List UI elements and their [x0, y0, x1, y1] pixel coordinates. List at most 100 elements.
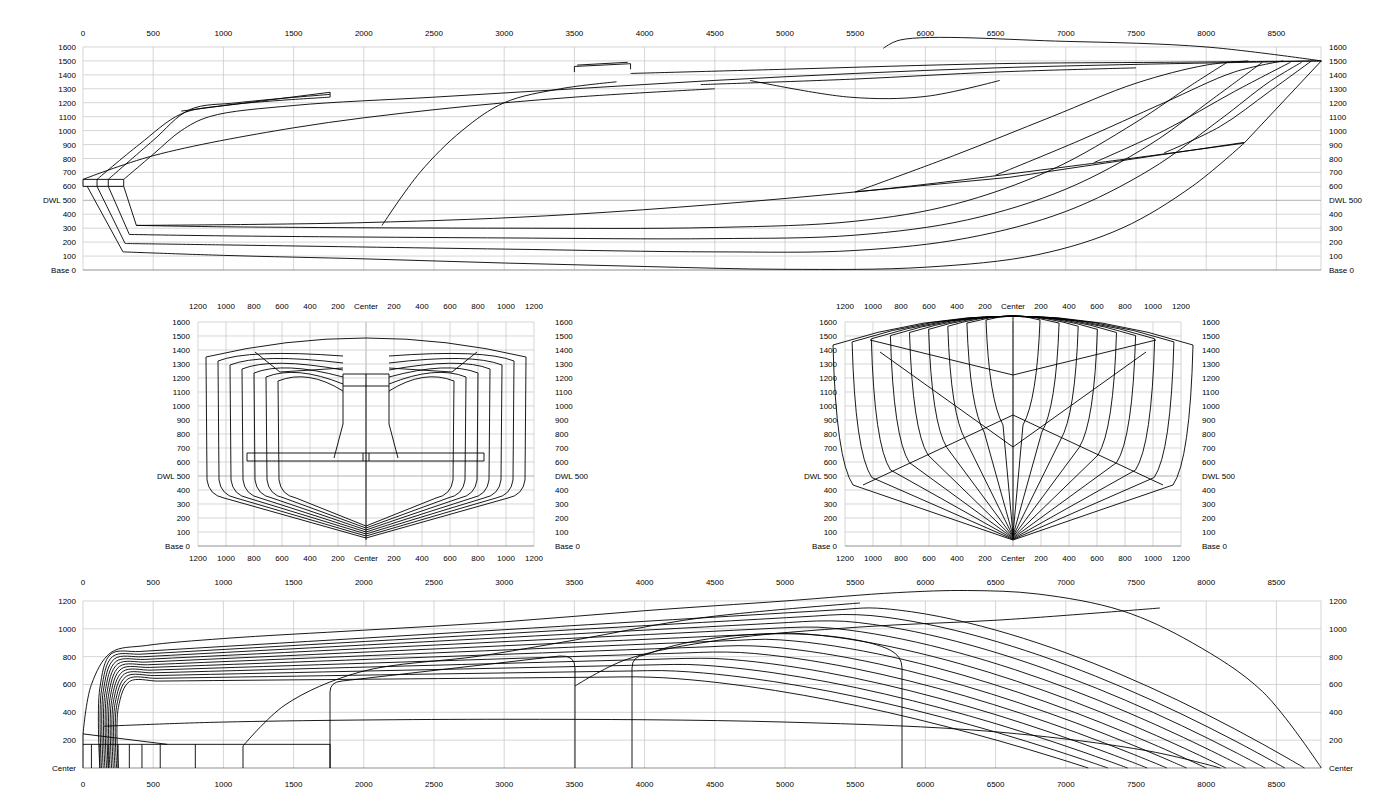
coaming-line — [181, 92, 330, 111]
grid-line — [83, 186, 1321, 187]
transom-step — [108, 744, 109, 768]
section-line — [389, 377, 454, 391]
axis-tick-label: 1200 — [1172, 554, 1190, 563]
axis-tick-label: 1400 — [1202, 346, 1220, 355]
section-line — [254, 373, 366, 530]
cockpit-line — [382, 82, 616, 226]
axis-tick-label: 8500 — [1267, 780, 1285, 789]
axis-tick-label: 200 — [1202, 514, 1215, 523]
axis-tick-label: 200 — [387, 302, 400, 311]
section-line — [366, 365, 502, 534]
waterline — [107, 639, 1206, 768]
axis-tick-label: 600 — [1202, 458, 1215, 467]
axis-tick-label: 1600 — [58, 43, 76, 52]
axis-tick-label: 900 — [63, 140, 76, 149]
section-line — [855, 61, 1248, 192]
axis-tick-label: 900 — [1202, 416, 1215, 425]
axis-tick-label: 600 — [1090, 302, 1103, 311]
axis-tick-label: 600 — [275, 302, 288, 311]
axis-tick-label: 200 — [63, 238, 76, 247]
axis-tick-label: 4000 — [636, 780, 654, 789]
grid-line — [83, 684, 1321, 685]
axis-tick-label: 800 — [247, 554, 260, 563]
axis-tick-label: 6000 — [916, 29, 934, 38]
buttock-line — [136, 62, 1227, 228]
hull-line — [363, 453, 364, 461]
axis-tick-label: 2000 — [355, 578, 373, 587]
axis-tick-label: 400 — [555, 486, 568, 495]
axis-tick-label: 600 — [922, 554, 935, 563]
grid-line — [83, 60, 1321, 61]
axis-tick-label: 1400 — [172, 346, 190, 355]
axis-tick-label: 6500 — [987, 780, 1005, 789]
axis-tick-label: 600 — [63, 680, 76, 689]
axis-tick-label: 100 — [555, 528, 568, 537]
axis-tick-label: 1100 — [1329, 112, 1346, 121]
axis-tick-label: Base 0 — [1329, 266, 1354, 275]
section-line — [1013, 320, 1040, 535]
axis-tick-label: 600 — [177, 458, 190, 467]
axis-tick-label: 800 — [63, 154, 76, 163]
axis-tick-label: 800 — [555, 430, 568, 439]
axis-tick-label: 7500 — [1127, 578, 1145, 587]
windscreen — [577, 62, 628, 65]
section-line — [366, 361, 514, 536]
axis-tick-label: Center — [354, 302, 378, 311]
waterline — [103, 627, 1245, 768]
axis-tick-label: 1100 — [820, 388, 837, 397]
axis-tick-label: 400 — [303, 554, 316, 563]
grid-line — [83, 628, 1321, 629]
axis-tick-label: 600 — [275, 554, 288, 563]
axis-tick-label: 700 — [1202, 444, 1215, 453]
center-line — [1013, 315, 1014, 540]
transom-step — [129, 744, 130, 768]
axis-tick-label: 800 — [1118, 302, 1131, 311]
axis-tick-label: 800 — [63, 652, 76, 661]
axis-tick-label: 1600 — [172, 318, 190, 327]
grid-line — [198, 350, 534, 351]
deck-outline — [83, 590, 1321, 768]
section-line — [389, 372, 466, 384]
axis-tick-label: 2500 — [425, 578, 443, 587]
axis-tick-label: DWL 500 — [555, 472, 588, 481]
section-line — [1013, 336, 1136, 538]
axis-tick-label: 1500 — [1202, 332, 1220, 341]
axis-tick-label: 300 — [555, 500, 568, 509]
axis-tick-label: 400 — [1062, 302, 1075, 311]
hull-line — [108, 179, 109, 186]
axis-tick-label: Center — [354, 554, 378, 563]
chine-line — [855, 142, 1244, 191]
axis-tick-label: 1400 — [555, 346, 573, 355]
axis-tick-label: 800 — [471, 302, 484, 311]
axis-tick-label: 400 — [950, 302, 963, 311]
axis-tick-label: DWL 500 — [1202, 472, 1235, 481]
axis-tick-label: Center — [1001, 554, 1025, 563]
axis-tick-label: 0 — [81, 29, 85, 38]
section-line — [1013, 323, 1059, 535]
axis-tick-label: 1100 — [555, 388, 572, 397]
coaming-line — [389, 352, 477, 372]
transom-step — [141, 744, 142, 768]
axis-tick-label: 1400 — [58, 70, 76, 79]
transom-line — [124, 186, 137, 225]
axis-tick-label: 800 — [1329, 154, 1342, 163]
waterline — [114, 664, 1128, 768]
axis-tick-label: 8500 — [1267, 29, 1285, 38]
section-line — [389, 353, 514, 361]
axis-tick-label: 200 — [978, 302, 991, 311]
axis-tick-label: 3500 — [565, 780, 583, 789]
axis-tick-label: 200 — [331, 554, 344, 563]
waterline — [102, 621, 1265, 768]
axis-tick-label: 1300 — [1329, 84, 1347, 93]
axis-tick-label: 300 — [1329, 224, 1342, 233]
diagonal-line — [575, 608, 1160, 686]
coaming-line — [255, 352, 343, 372]
axis-tick-label: 0 — [81, 780, 85, 789]
axis-tick-label: 800 — [824, 430, 837, 439]
center-line — [366, 374, 367, 540]
axis-tick-label: 7000 — [1057, 29, 1075, 38]
axis-tick-label: 800 — [1118, 554, 1131, 563]
